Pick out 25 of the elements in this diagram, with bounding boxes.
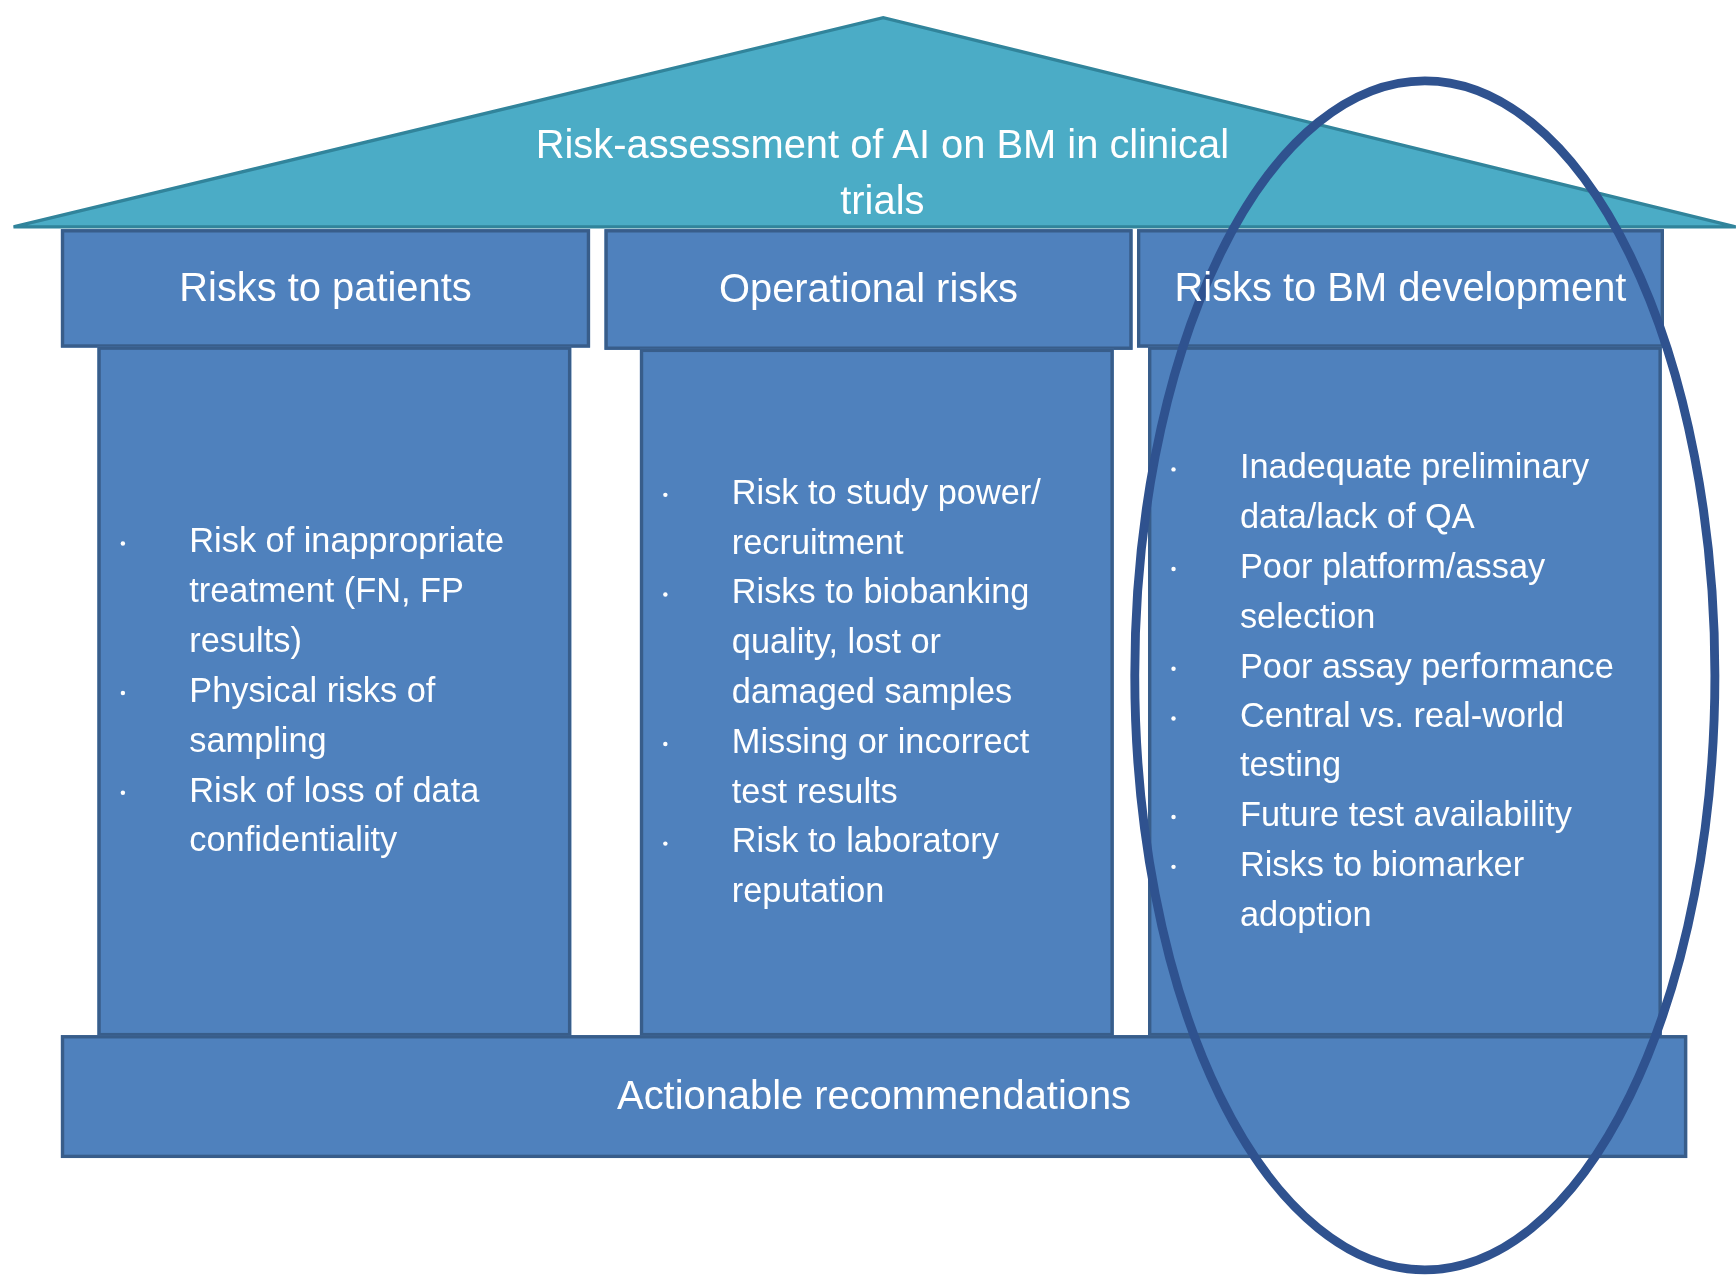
header-title: Risks to patients bbox=[179, 263, 472, 313]
bullet-text: Central vs. real-world testing bbox=[1239, 695, 1565, 785]
bullet-text: Inadequate preliminary data/lack of QA bbox=[1239, 447, 1590, 536]
bullet-text: Risk of inappropriate treatment (FN, FP results) bbox=[189, 521, 505, 660]
bullet-text: Physical risks of sampling bbox=[189, 670, 436, 760]
header-title: Risks to BM development bbox=[1174, 263, 1627, 313]
bullet-text: Missing or incorrect test results bbox=[731, 721, 1030, 811]
roof-title: Risk-assessment of AI on BM in clinical trials bbox=[534, 120, 1230, 225]
pillar-box bbox=[1148, 346, 1662, 1037]
bullet-text: Risk to laboratory reputation bbox=[731, 821, 999, 910]
pillar-box bbox=[639, 348, 1114, 1037]
bullet-text: Risks to biomarker adoption bbox=[1239, 845, 1525, 934]
bullet-text: Risks to biobanking quality, lost or damaged samples bbox=[731, 572, 1030, 711]
header-box bbox=[60, 229, 591, 348]
bullet-text: Risk to study power/ recruitment bbox=[731, 473, 1041, 562]
header-box bbox=[604, 229, 1133, 350]
header-title: Operational risks bbox=[719, 265, 1019, 314]
bullet-text: Poor platform/assay selection bbox=[1239, 546, 1546, 636]
base-box bbox=[60, 1035, 1688, 1159]
header-box bbox=[1137, 229, 1664, 348]
bullet-text: Poor assay performance bbox=[1239, 646, 1614, 685]
bullet-text: Risk of loss of data confidentiality bbox=[189, 770, 480, 859]
base-title: Actionable recommendations bbox=[617, 1072, 1132, 1121]
bullet-text: Future test availability bbox=[1239, 795, 1572, 835]
pillar-box bbox=[97, 346, 572, 1037]
